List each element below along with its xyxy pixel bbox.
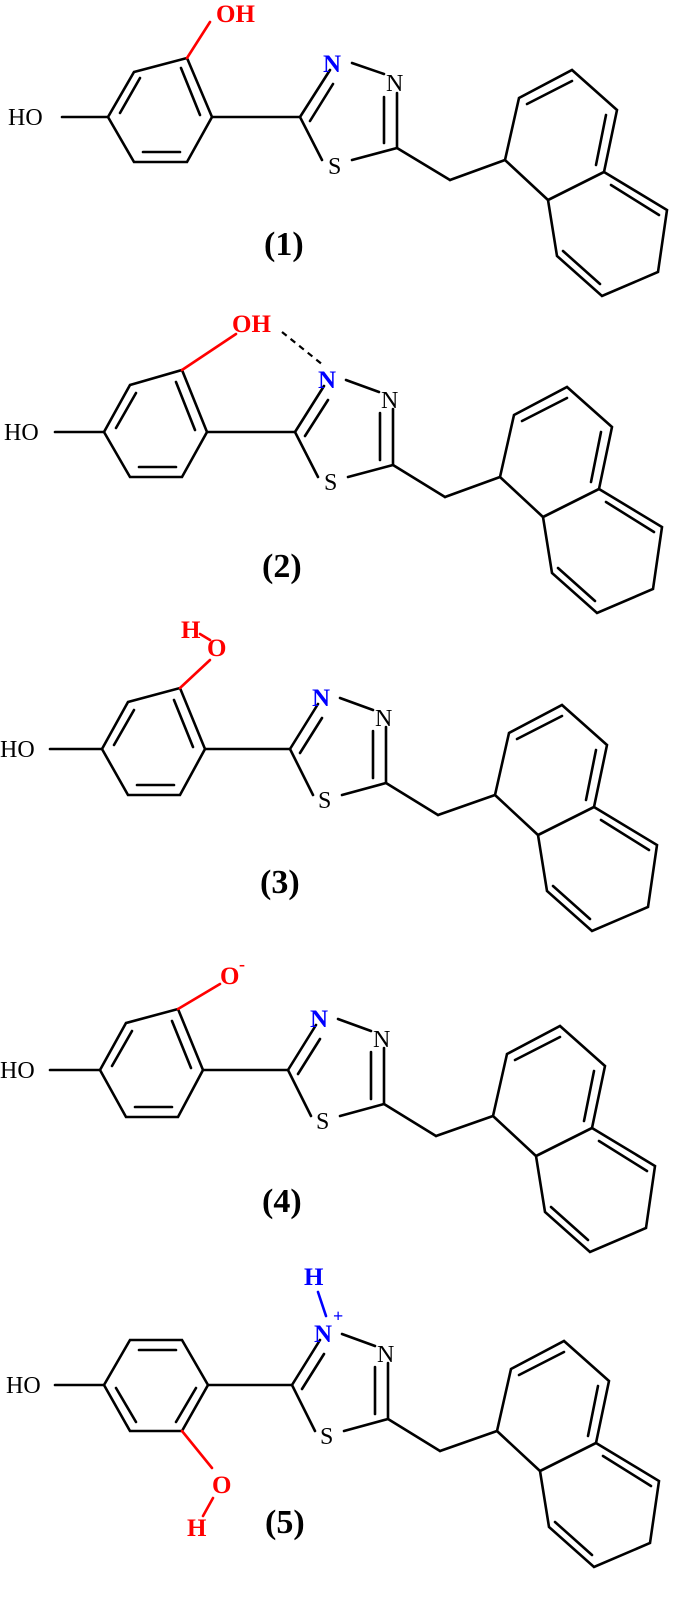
- left-hydroxyl-label: HO: [0, 1058, 35, 1084]
- left-hydroxyl-label: HO: [6, 1373, 41, 1399]
- methylene-bond-a: [386, 1417, 442, 1453]
- left-hydroxyl-label: HO: [4, 420, 39, 446]
- oh-bond: [185, 20, 212, 60]
- structure-5: HO O H H N + N S (5): [6, 1264, 661, 1569]
- naphthalene-ring: [495, 1339, 661, 1569]
- thiadiazole-n-right: N: [375, 706, 392, 732]
- methylene-bond-a: [391, 463, 447, 499]
- thiadiazole-ring: [286, 1017, 386, 1118]
- structure-2: HO OH N N S (2): [4, 311, 664, 615]
- thiadiazole-n-left: N: [314, 1321, 332, 1348]
- thiadiazole-sulfur: S: [316, 1109, 329, 1135]
- oh-bond: [178, 658, 212, 690]
- ortho-hydrogen-label: H: [181, 617, 201, 644]
- methylene-bond-b: [438, 1429, 499, 1453]
- thiadiazole-ring: [298, 61, 399, 162]
- negative-charge: -: [239, 954, 245, 974]
- phenyl-ring: [98, 1007, 205, 1119]
- n-h-bond: [316, 1290, 328, 1318]
- structure-label: (1): [264, 226, 304, 263]
- phenyl-ring: [102, 368, 209, 479]
- naphthalene-ring: [491, 1024, 657, 1254]
- methylene-bond-a: [384, 781, 440, 817]
- methylene-bond-b: [434, 1114, 495, 1138]
- thiadiazole-n-right: N: [373, 1027, 390, 1053]
- thiadiazole-sulfur: S: [328, 154, 341, 180]
- thiadiazole-ring: [288, 696, 388, 797]
- hydrogen-bond: [281, 331, 324, 366]
- methylene-bond-a: [395, 146, 452, 182]
- structure-label: (3): [260, 864, 300, 901]
- thiadiazole-n-right: N: [377, 1342, 394, 1368]
- structure-3: HO O H N N S (3): [0, 617, 659, 933]
- oh-bond: [180, 332, 238, 372]
- structure-4: HO O - N N S (4): [0, 954, 657, 1254]
- thiadiazole-sulfur: S: [324, 470, 337, 496]
- o-h-bond: [201, 1496, 215, 1518]
- positive-charge: +: [333, 1306, 343, 1326]
- thiadiazole-n-left: N: [318, 367, 336, 394]
- methylene-bond-a: [382, 1102, 438, 1138]
- thiadiazole-n-left: N: [312, 685, 330, 712]
- phenyl-ring: [102, 1338, 210, 1433]
- ortho-oxygen-label: O: [212, 1472, 231, 1499]
- naphthalene-ring: [503, 68, 669, 298]
- nh-hydrogen-label: H: [304, 1264, 324, 1291]
- thiadiazole-sulfur: S: [320, 1424, 333, 1450]
- phenyl-ring: [100, 686, 207, 797]
- methylene-bond-b: [448, 158, 507, 182]
- thiadiazole-ring: [290, 1332, 390, 1433]
- methylene-bond-b: [443, 475, 502, 499]
- thiadiazole-n-right: N: [386, 71, 403, 97]
- structure-label: (2): [262, 548, 302, 585]
- thiadiazole-n-left: N: [310, 1006, 328, 1033]
- structure-label: (4): [262, 1183, 302, 1220]
- ortho-hydroxyl-label: OH: [232, 311, 271, 338]
- o-bond: [176, 982, 222, 1011]
- ortho-hydroxyl-label: OH: [216, 1, 255, 28]
- left-hydroxyl-label: HO: [8, 105, 43, 131]
- thiadiazole-ring: [293, 378, 395, 479]
- structure-1: HO OH N N S (1): [8, 1, 669, 298]
- left-hydroxyl-label: HO: [0, 737, 35, 763]
- thiadiazole-n-right: N: [381, 388, 398, 414]
- ortho-hydrogen-label: H: [187, 1515, 207, 1542]
- methylene-bond-b: [436, 793, 497, 817]
- naphthalene-ring: [498, 385, 664, 615]
- phenyl-ring: [106, 56, 214, 164]
- oh-bond: [180, 1429, 214, 1470]
- o-h-bond: [198, 632, 212, 642]
- structure-label: (5): [265, 1504, 305, 1541]
- ortho-oxygen-label: O: [220, 963, 239, 990]
- ortho-oxygen-label: O: [207, 635, 226, 662]
- thiadiazole-sulfur: S: [318, 788, 331, 814]
- naphthalene-ring: [493, 703, 659, 933]
- thiadiazole-n-left: N: [323, 51, 341, 78]
